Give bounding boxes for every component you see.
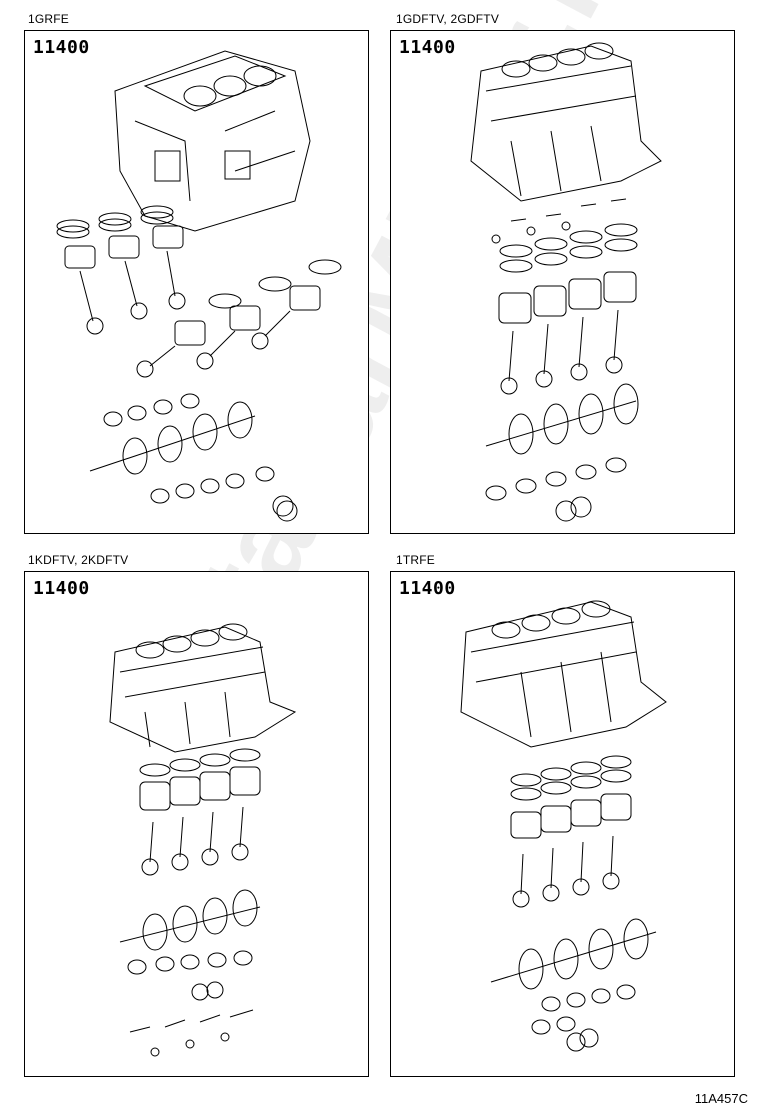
pistons	[511, 794, 631, 838]
thrust-washers	[273, 496, 297, 521]
crankshaft	[486, 384, 638, 454]
engine-parts-illustration-1kdftv-2kdftv	[25, 572, 370, 1078]
crankshaft	[90, 402, 255, 474]
part-code-1gdftv-2gdftv[interactable]: 11400	[399, 37, 456, 58]
oil-jets-and-bolts	[130, 1010, 253, 1056]
connecting-rods	[513, 836, 619, 907]
cylinder-block	[461, 601, 666, 747]
cylinder-block	[471, 43, 661, 201]
engine-label-1kdftv-2kdftv: 1KDFTV, 2KDFTV	[28, 553, 129, 567]
panel-1trfe[interactable]: 11400	[390, 571, 735, 1077]
main-bearings	[104, 394, 274, 503]
part-code-1trfe[interactable]: 11400	[399, 578, 456, 599]
part-code-1grfe[interactable]: 11400	[33, 37, 90, 58]
main-bearings	[532, 985, 635, 1034]
engine-label-1trfe: 1TRFE	[396, 553, 436, 567]
pistons	[499, 272, 636, 323]
thrust-washers	[567, 1029, 598, 1051]
main-bearings	[486, 458, 626, 500]
piston-rings	[500, 224, 637, 272]
pistons	[140, 767, 260, 810]
panel-1grfe[interactable]: 11400	[24, 30, 369, 534]
engine-label-1gdftv-2gdftv: 1GDFTV, 2GDFTV	[396, 12, 500, 26]
engine-parts-illustration-1grfe	[25, 31, 370, 535]
connecting-rods	[501, 310, 622, 394]
thrust-washers	[556, 497, 591, 521]
crankshaft	[491, 919, 656, 989]
engine-parts-illustration-1gdftv-2gdftv	[391, 31, 736, 535]
pistons	[65, 226, 320, 345]
engine-label-1grfe: 1GRFE	[28, 12, 70, 26]
crankshaft	[120, 890, 260, 950]
piston-rings	[57, 206, 341, 308]
piston-rings	[140, 749, 260, 776]
bearing-caps-and-bolts	[492, 199, 626, 243]
cylinder-block	[115, 51, 310, 231]
engine-parts-illustration-1trfe	[391, 572, 736, 1078]
connecting-rods	[80, 251, 290, 377]
diagram-reference-code: 11A457C	[694, 1091, 748, 1106]
panel-1gdftv-2gdftv[interactable]: 11400	[390, 30, 735, 534]
piston-rings	[511, 756, 631, 800]
cylinder-block	[110, 624, 295, 752]
part-code-1kdftv-2kdftv[interactable]: 11400	[33, 578, 90, 599]
panel-1kdftv-2kdftv[interactable]: 11400	[24, 571, 369, 1077]
connecting-rods	[142, 807, 248, 875]
thrust-washers	[192, 982, 223, 1000]
main-bearings	[128, 951, 252, 974]
